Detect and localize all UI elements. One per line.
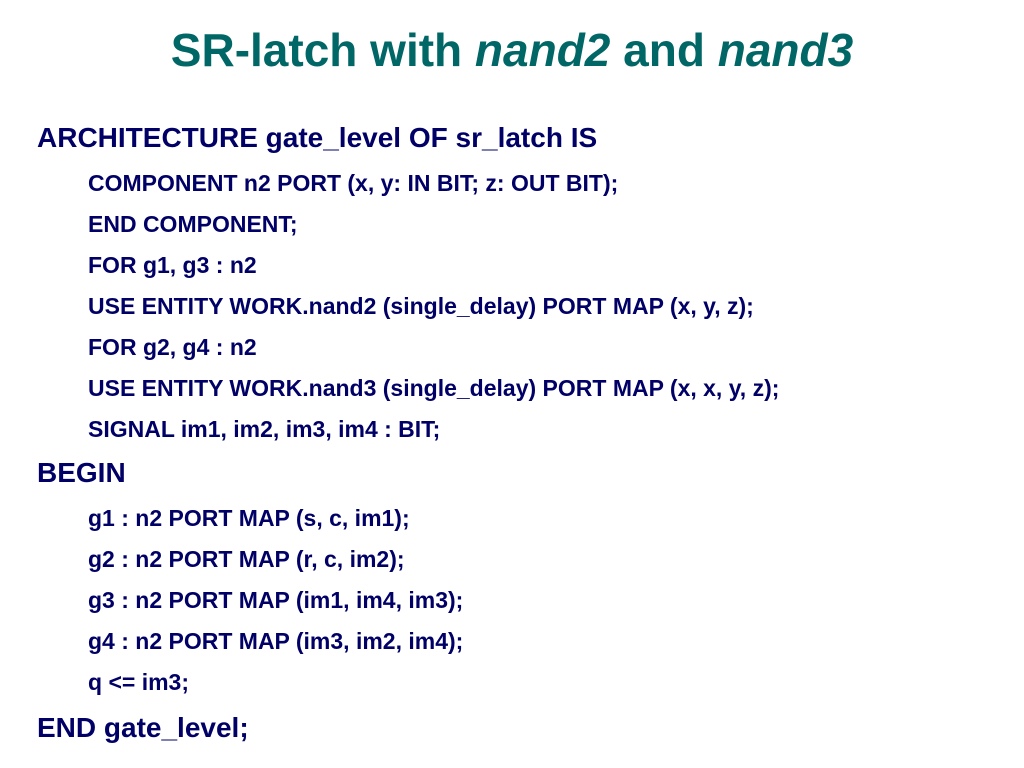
title-part-4: nand3 <box>717 24 854 76</box>
decl-line-1: COMPONENT n2 PORT (x, y: IN BIT; z: OUT … <box>88 170 619 196</box>
stmt-line-3: g3 : n2 PORT MAP (im1, im4, im3); <box>88 587 464 613</box>
begin-line: BEGIN <box>37 457 126 488</box>
stmt-line-4: g4 : n2 PORT MAP (im3, im2, im4); <box>88 628 464 654</box>
title-part-1: SR-latch with <box>170 24 475 76</box>
title-part-2: nand2 <box>474 24 611 76</box>
decl-line-7: SIGNAL im1, im2, im3, im4 : BIT; <box>88 416 441 442</box>
stmt-line-2: g2 : n2 PORT MAP (r, c, im2); <box>88 546 405 572</box>
end-line: END gate_level; <box>37 712 249 743</box>
decl-line-5: FOR g2, g4 : n2 <box>88 334 257 360</box>
decl-line-3: FOR g1, g3 : n2 <box>88 252 257 278</box>
architecture-line: ARCHITECTURE gate_level OF sr_latch IS <box>37 122 598 153</box>
decl-line-6: USE ENTITY WORK.nand3 (single_delay) POR… <box>88 375 780 401</box>
decl-line-2: END COMPONENT; <box>88 211 298 237</box>
stmt-line-1: g1 : n2 PORT MAP (s, c, im1); <box>88 505 410 531</box>
decl-line-4: USE ENTITY WORK.nand2 (single_delay) POR… <box>88 293 754 319</box>
slide-title: SR-latch with nand2 and nand3 <box>0 20 1024 80</box>
stmt-line-5: q <= im3; <box>88 669 189 695</box>
title-part-3: and <box>610 24 718 76</box>
